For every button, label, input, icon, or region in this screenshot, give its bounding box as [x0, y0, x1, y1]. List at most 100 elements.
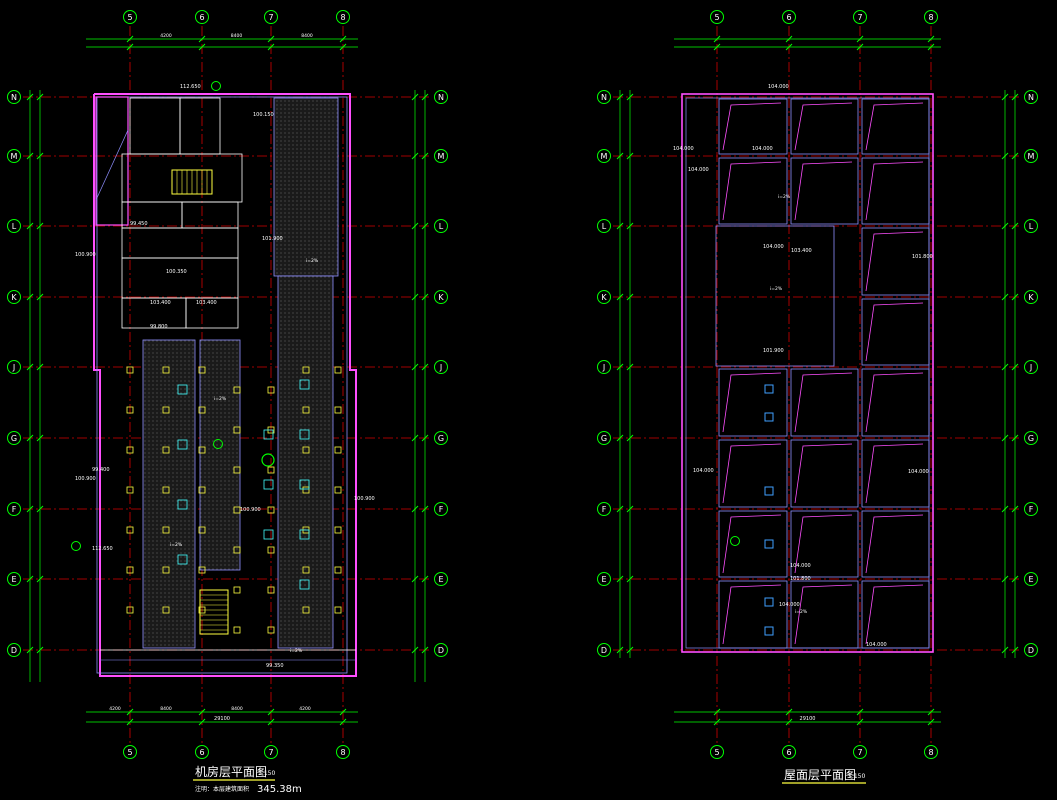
drainage-line — [794, 161, 853, 221]
column-axis-bubble — [782, 745, 796, 759]
dimension-total: 29100 — [214, 716, 230, 722]
dimension-tick — [927, 43, 935, 51]
structural-column — [162, 366, 170, 374]
row-axis-bubble — [7, 290, 21, 304]
dimension-tick — [26, 505, 34, 513]
column-axis-label: 7 — [857, 748, 862, 757]
row-axis-label: E — [11, 575, 16, 584]
dimension-tick — [1001, 575, 1009, 583]
elevation-label: 101.900 — [763, 348, 784, 354]
equipment-box — [177, 554, 188, 565]
roof-panel — [861, 580, 930, 649]
column-axis-bubble — [123, 10, 137, 24]
dimension-tick — [26, 363, 34, 371]
equipment-box — [299, 579, 310, 590]
drainage-line — [865, 584, 924, 645]
dimension-tick — [339, 708, 347, 716]
elevation-label: 104.000 — [866, 642, 887, 648]
column-axis-bubble — [710, 745, 724, 759]
dimension-tick — [411, 434, 419, 442]
dimension-tick — [36, 222, 44, 230]
room-outline — [185, 297, 239, 329]
column-axis-label: 5 — [127, 748, 132, 757]
elevation-label: 101.800 — [912, 254, 933, 260]
dimension-bottom: 8400 — [160, 706, 172, 712]
dimension-tick — [421, 293, 429, 301]
room-outline — [179, 97, 221, 155]
dimension-tick — [1001, 434, 1009, 442]
roof-slope-line — [95, 129, 129, 201]
roof-light-well — [715, 225, 835, 367]
equipment-box — [177, 384, 188, 395]
stair-outline — [199, 589, 229, 635]
elevation-label: 100.900 — [75, 476, 96, 482]
hatched-area-mid — [199, 339, 241, 571]
row-axis-label: M — [601, 152, 608, 161]
row-axis-bubble — [434, 360, 448, 374]
dimension-tick — [616, 293, 624, 301]
dimension-tick — [267, 708, 275, 716]
drainage-line — [722, 372, 782, 433]
dimension-tick — [421, 434, 429, 442]
dimension-tick — [927, 35, 935, 43]
row-axis-bubble — [597, 219, 611, 233]
dimension-tick — [26, 293, 34, 301]
dimension-tick — [198, 43, 206, 51]
row-axis-bubble — [1024, 360, 1038, 374]
elevation-label: 99.350 — [266, 663, 284, 669]
structural-column — [198, 526, 206, 534]
drainage-line — [865, 372, 924, 433]
dimension-tick — [1001, 222, 1009, 230]
column-axis-bubble — [853, 10, 867, 24]
dimension-tick — [1011, 646, 1019, 654]
elevation-label: 104.000 — [790, 563, 811, 569]
right-plan-scale: 1:150 — [848, 773, 865, 780]
structural-column — [162, 406, 170, 414]
row-axis-label: G — [1028, 434, 1034, 443]
dimension-tick — [36, 293, 44, 301]
row-axis-label: G — [601, 434, 607, 443]
dimension-tick — [616, 434, 624, 442]
drainage-line — [865, 443, 924, 504]
row-axis-bubble — [597, 431, 611, 445]
structural-column — [233, 546, 241, 554]
dimension-tick — [1011, 505, 1019, 513]
inner-wall-line — [96, 96, 348, 674]
dimension-tick — [1011, 434, 1019, 442]
slope-note: i=2% — [306, 258, 319, 264]
elevation-label: 99.400 — [92, 467, 110, 473]
structural-column — [126, 366, 134, 374]
row-axis-label: N — [438, 93, 444, 102]
dimension-tick — [339, 35, 347, 43]
column-axis-bubble — [782, 10, 796, 24]
dimension-tick — [411, 575, 419, 583]
elevation-label: 100.150 — [253, 112, 274, 118]
row-axis-bubble — [7, 360, 21, 374]
dimension-tick — [856, 718, 864, 726]
wing-room — [95, 96, 129, 226]
structural-column — [302, 446, 310, 454]
column-axis-label: 7 — [857, 13, 862, 22]
row-axis-label: D — [601, 646, 607, 655]
dimension-tick — [1001, 363, 1009, 371]
structural-column — [162, 566, 170, 574]
slope-note: i=2% — [214, 396, 227, 402]
roof-panel — [790, 368, 859, 437]
roof-panel — [790, 157, 859, 225]
row-axis-label: J — [12, 363, 15, 372]
structural-column — [302, 566, 310, 574]
roof-vent — [764, 486, 774, 496]
drainage-line — [865, 102, 924, 151]
equipment-box — [299, 379, 310, 390]
roof-panel — [790, 98, 859, 155]
dimension-tick — [36, 505, 44, 513]
row-axis-label: J — [602, 363, 605, 372]
dimension-tick — [411, 222, 419, 230]
row-axis-label: E — [601, 575, 606, 584]
slope-note: i=2% — [770, 286, 783, 292]
roof-panel — [718, 368, 788, 437]
roof-panel — [861, 368, 930, 437]
roof-panel — [861, 157, 930, 225]
room-outline — [181, 201, 239, 229]
